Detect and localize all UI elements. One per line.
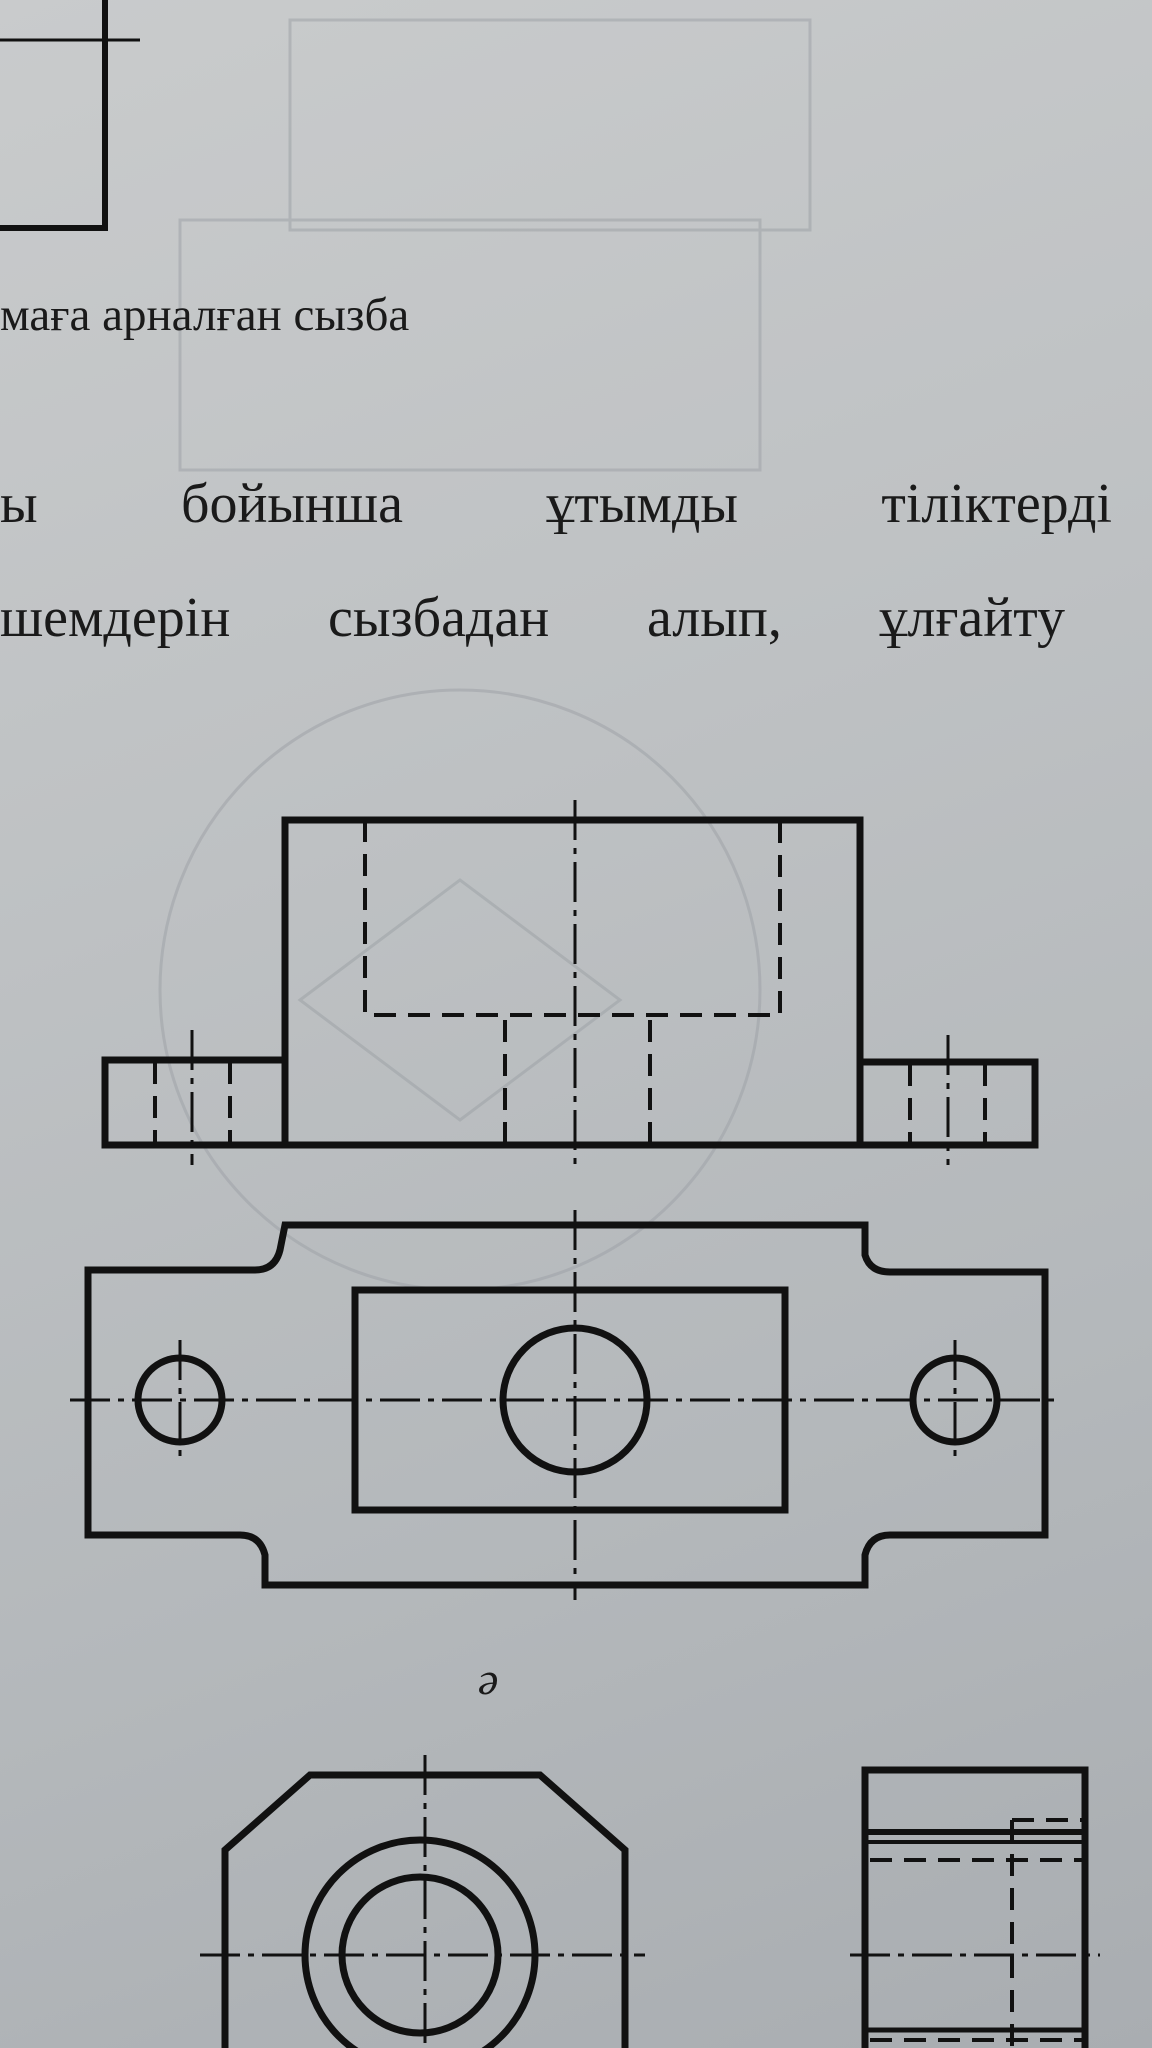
figure-label: ә <box>478 1653 499 1704</box>
word: ұлғайту <box>879 587 1065 649</box>
word: ұтымды <box>546 473 738 535</box>
word: алып, <box>646 587 782 649</box>
front-view <box>101 800 1039 1165</box>
top-view <box>70 1210 1060 1600</box>
word: бойынша <box>180 473 403 535</box>
right-partial-view <box>850 1766 1100 2048</box>
bottom-view <box>200 1755 645 2048</box>
word: шемдерін <box>0 587 231 649</box>
word: тіліктерді <box>881 473 1112 535</box>
word: сызбадан <box>327 587 550 649</box>
show-through-marks <box>158 18 812 1292</box>
figure-caption: маға арналған сызба <box>0 289 410 341</box>
top-frame <box>0 0 140 231</box>
paragraph-line-2: шемдерін сызбадан алып, ұлғайту <box>0 590 1065 646</box>
word: ы <box>0 473 38 535</box>
paragraph-line-1: ы бойынша ұтымды тіліктерді <box>0 476 1112 532</box>
